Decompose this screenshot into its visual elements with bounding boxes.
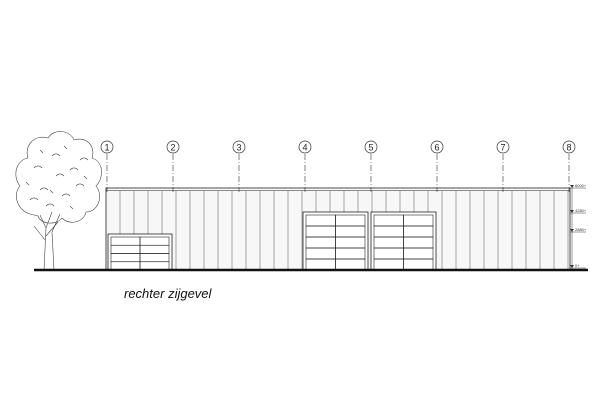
axis-bubble [364, 140, 378, 154]
level-marker: 2880+ [570, 227, 587, 233]
axis-bubble [430, 140, 444, 154]
level-arrow [570, 185, 574, 188]
axis-bubble [232, 140, 246, 154]
grid-axis-8: 8 [562, 140, 576, 192]
level-arrow [570, 265, 574, 268]
level-marker: 4280+ [570, 208, 587, 214]
axis-label: 3 [236, 143, 241, 153]
axis-bubble [100, 140, 114, 154]
level-marker: 0+ [570, 263, 586, 269]
axis-label: 5 [368, 143, 373, 153]
doors [107, 211, 437, 271]
level-arrow [570, 229, 574, 232]
axis-label: 4 [302, 143, 307, 153]
drawing-caption: rechter zijgevel [124, 286, 212, 301]
level-arrow [570, 210, 574, 213]
axis-label: 1 [104, 143, 109, 153]
grid-axis-3: 3 [232, 140, 246, 192]
axis-label: 2 [170, 143, 175, 153]
level-label: 6000+ [575, 183, 587, 188]
axis-bubble [562, 140, 576, 154]
level-label: 4280+ [575, 208, 587, 213]
door-small [107, 233, 173, 271]
grid-axis-4: 4 [298, 140, 312, 192]
grid-axis-6: 6 [430, 140, 444, 192]
grid-axis-5: 5 [364, 140, 378, 192]
axis-bubble [166, 140, 180, 154]
grid-axes: 1 2 3 4 5 6 7 8 [100, 140, 576, 192]
level-marker: 6000+ [570, 183, 587, 189]
grid-axis-2: 2 [166, 140, 180, 192]
axis-label: 6 [434, 143, 439, 153]
door-large-left [302, 211, 369, 271]
tree-icon [15, 131, 102, 271]
axis-bubble [298, 140, 312, 154]
door-large-right [370, 211, 437, 271]
axis-bubble [496, 140, 510, 154]
axis-label: 7 [500, 143, 505, 153]
level-label: 2880+ [575, 227, 587, 232]
level-markers: 6000+ 4280+ 2880+ 0+ [570, 183, 587, 270]
grid-axis-7: 7 [496, 140, 510, 192]
axis-label: 8 [566, 143, 571, 153]
level-label: 0+ [575, 263, 580, 268]
grid-axis-1: 1 [100, 140, 114, 192]
